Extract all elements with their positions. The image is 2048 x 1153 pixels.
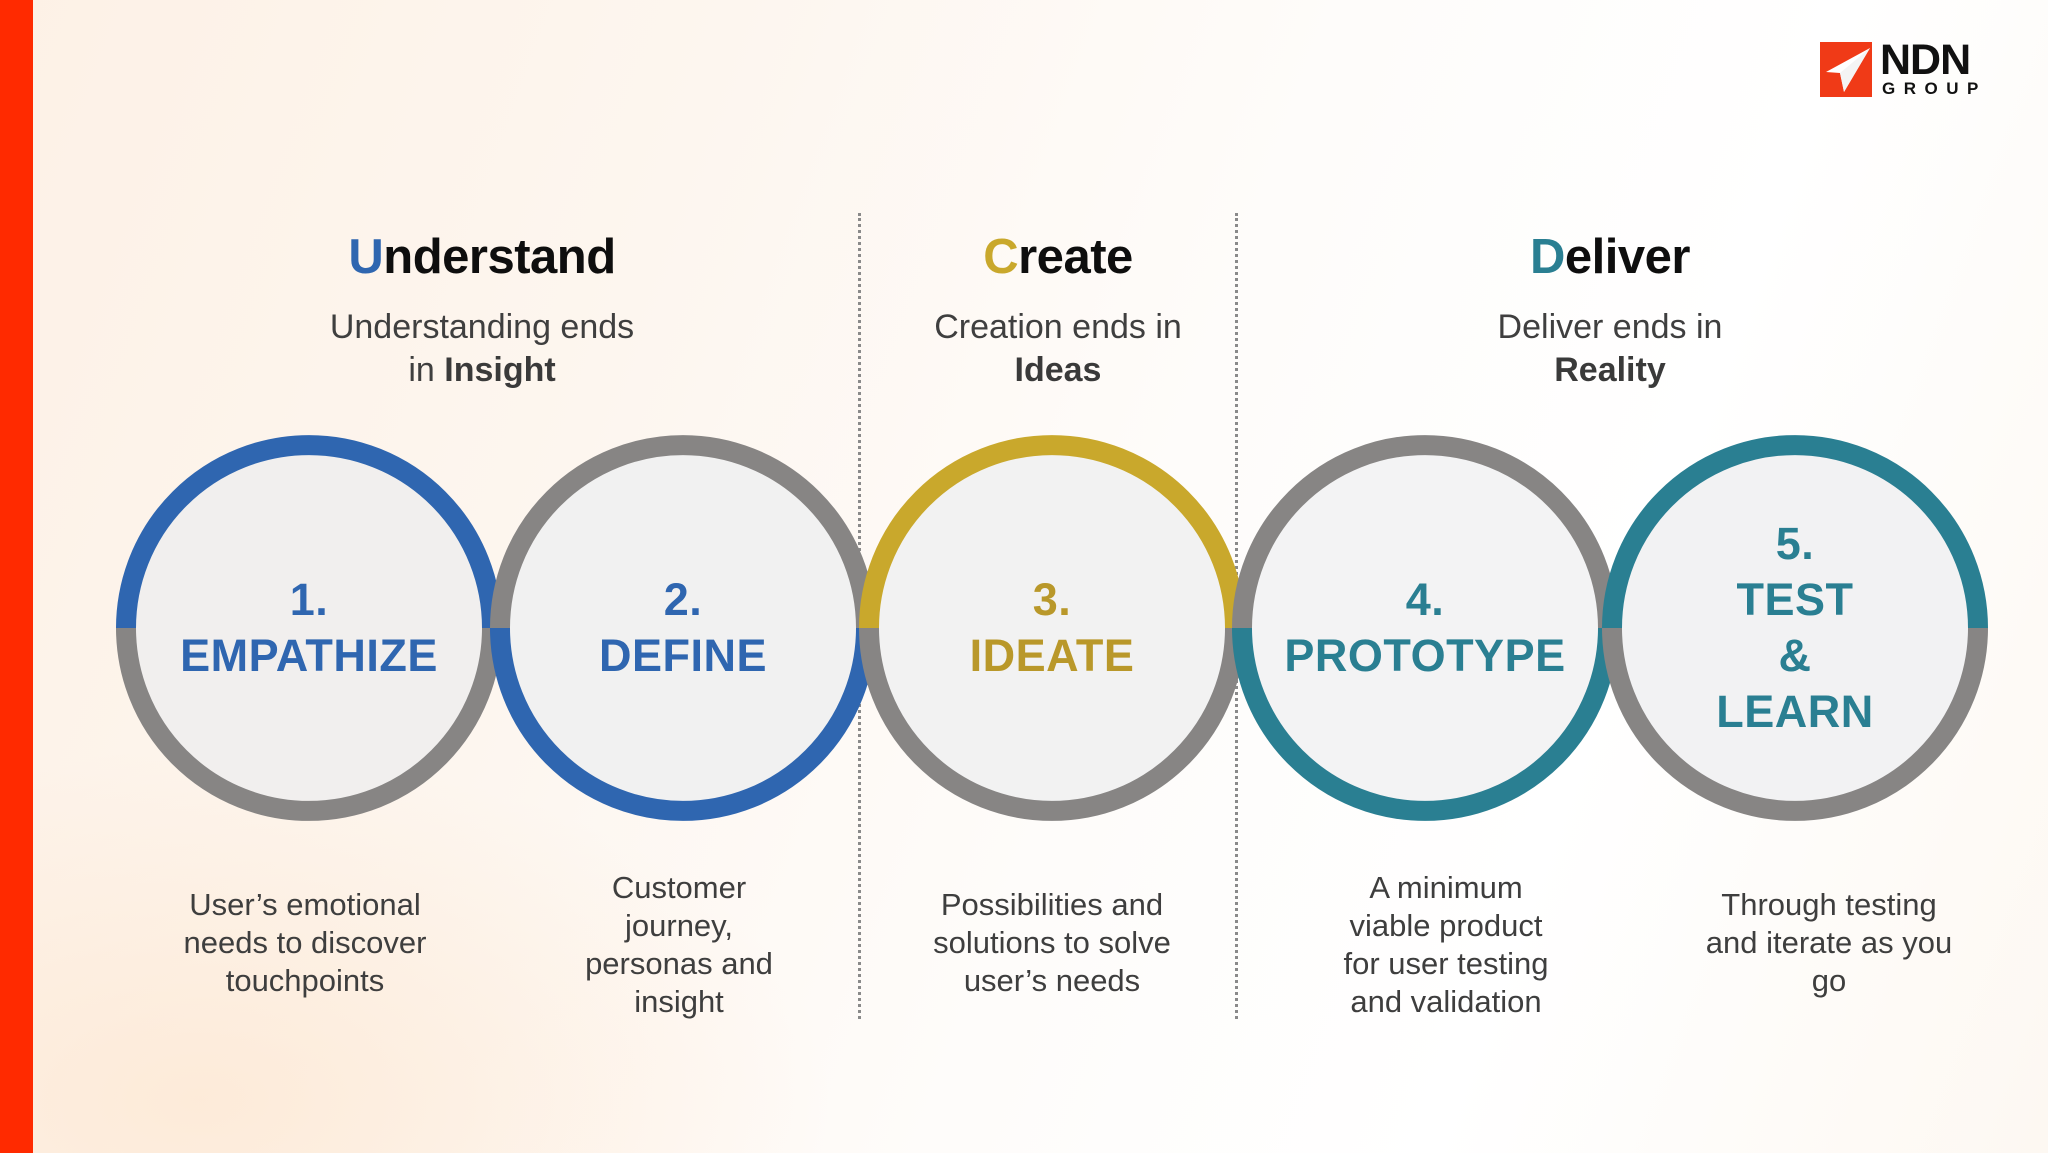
phase-initial: C	[983, 230, 1019, 284]
phase-subtitle-line: Creation ends in	[934, 308, 1182, 346]
paper-plane-arrow-icon	[1820, 42, 1872, 97]
description-line: viable product	[1349, 908, 1543, 943]
description-line: user’s needs	[963, 963, 1141, 998]
description-line: personas and	[585, 946, 773, 981]
step-ring	[859, 435, 1245, 821]
accent-bar	[0, 0, 33, 1153]
step-description-define: Customer journey, personas and insight	[585, 869, 773, 1021]
step-title: &	[1778, 630, 1812, 681]
step-description-empathize: User’s emotional needs to discover touch…	[184, 886, 427, 1000]
step-label: 2. DEFINE	[488, 433, 878, 823]
phase-subtitle-keyword: Ideas	[1014, 351, 1102, 389]
description-line: insight	[634, 984, 724, 1019]
step-ring	[1602, 435, 1988, 821]
phase-initial: D	[1530, 230, 1565, 284]
step-prototype: 4. PROTOTYPE	[1230, 433, 1620, 823]
description-line: User’s emotional	[189, 887, 421, 922]
description-line: and iterate as you	[1705, 925, 1953, 960]
step-title: DEFINE	[598, 630, 767, 681]
description-line: needs to discover	[183, 925, 427, 960]
logo-sub-text: GROUP	[1882, 79, 1987, 98]
phase-create: Create Creation ends in Ideas	[934, 230, 1182, 392]
step-title: EMPATHIZE	[180, 630, 438, 681]
step-number: 3.	[1032, 574, 1072, 625]
step-define: 2. DEFINE	[488, 433, 878, 823]
phase-title: Understand	[330, 230, 634, 284]
step-number: 1.	[289, 574, 329, 625]
description-line: A minimum	[1369, 870, 1523, 905]
step-title: LEARN	[1716, 686, 1874, 737]
step-title: IDEATE	[969, 630, 1135, 681]
step-empathize: 1. EMPATHIZE	[114, 433, 504, 823]
phase-title-rest: nderstand	[383, 230, 616, 284]
step-label: 1. EMPATHIZE	[114, 433, 504, 823]
step-label: 3. IDEATE	[857, 433, 1247, 823]
phase-title-rest: eliver	[1564, 230, 1691, 284]
phase-title: Create	[934, 230, 1182, 284]
description-line: Through testing	[1721, 887, 1937, 922]
description-line: and validation	[1350, 984, 1542, 1019]
step-title: PROTOTYPE	[1284, 630, 1566, 681]
phase-subtitle-keyword: Insight	[444, 351, 556, 389]
description-line: Customer	[611, 870, 747, 905]
step-ring	[116, 435, 502, 821]
phase-subtitle-line: Understanding ends	[329, 308, 635, 346]
description-line: solutions to solve	[933, 925, 1171, 960]
phase-title: Deliver	[1498, 230, 1723, 284]
step-title: TEST	[1736, 574, 1854, 625]
step-description-ideate: Possibilities and solutions to solve use…	[933, 886, 1171, 1000]
description-line: go	[1811, 963, 1847, 998]
phase-deliver: Deliver Deliver ends in Reality	[1498, 230, 1723, 392]
ndn-group-logo: NDN GROUP	[1820, 36, 1990, 98]
phase-subtitle-keyword: Reality	[1554, 351, 1666, 389]
phase-subtitle: Understanding ends in Insight	[330, 306, 634, 392]
phase-understand: Understand Understanding ends in Insight	[330, 230, 634, 392]
step-ring	[1232, 435, 1618, 821]
description-line: for user testing	[1343, 946, 1549, 981]
phase-subtitle: Creation ends in Ideas	[934, 306, 1182, 392]
step-label: 5. TEST & LEARN	[1600, 433, 1990, 823]
phase-subtitle-line: Deliver ends in	[1497, 308, 1723, 346]
phase-subtitle-prefix: in	[408, 351, 445, 389]
step-test-learn: 5. TEST & LEARN	[1600, 433, 1990, 823]
step-label: 4. PROTOTYPE	[1230, 433, 1620, 823]
step-ideate: 3. IDEATE	[857, 433, 1247, 823]
step-number: 4.	[1405, 574, 1445, 625]
description-line: touchpoints	[225, 963, 385, 998]
step-description-prototype: A minimum viable product for user testin…	[1343, 869, 1548, 1021]
description-line: journey,	[625, 908, 733, 943]
step-ring	[490, 435, 876, 821]
phase-title-rest: reate	[1018, 230, 1133, 284]
logo-brand-text: NDN	[1880, 36, 1971, 84]
step-number: 5.	[1775, 518, 1815, 569]
step-description-test-learn: Through testing and iterate as you go	[1706, 886, 1952, 1000]
description-line: Possibilities and	[940, 887, 1164, 922]
step-number: 2.	[663, 574, 703, 625]
phase-subtitle: Deliver ends in Reality	[1498, 306, 1723, 392]
phase-initial: U	[348, 230, 384, 284]
